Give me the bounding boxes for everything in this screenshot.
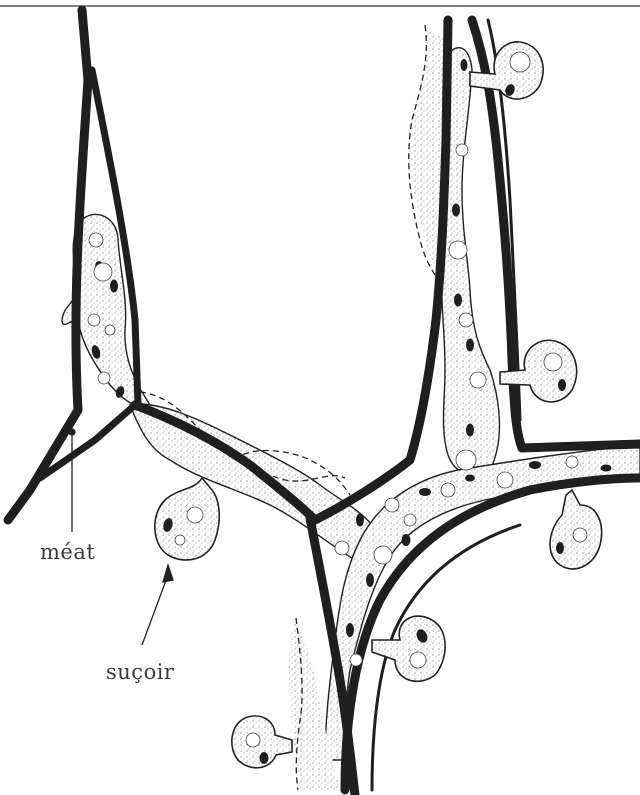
meat-pointer-dot (69, 429, 75, 435)
sucoir-pointer-arrowhead (163, 565, 173, 582)
haustorium-labelled (155, 478, 219, 560)
wall-top-left-outer (8, 10, 88, 520)
cell-walls (8, 10, 640, 795)
sucoir-label: suçoir (106, 660, 174, 684)
sucoir-pointer-line (142, 575, 168, 645)
hypha-arc (325, 445, 640, 760)
meat-label: méat (40, 540, 95, 564)
haustoria (155, 42, 602, 768)
